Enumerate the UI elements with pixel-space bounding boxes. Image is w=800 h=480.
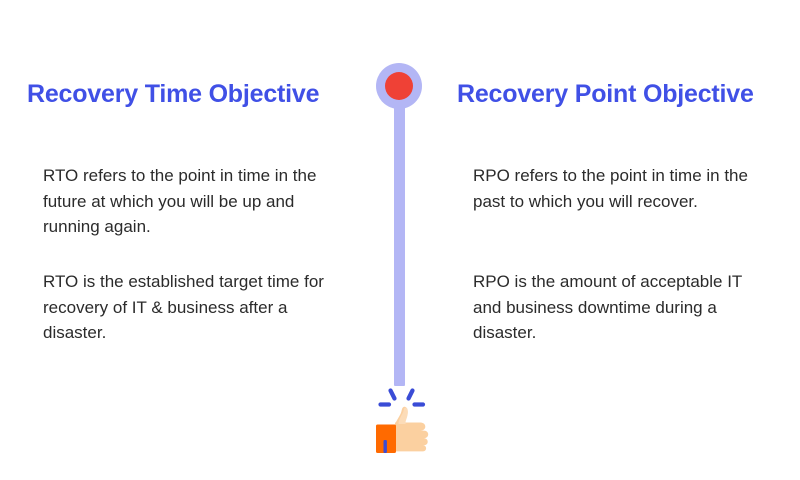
right-column: Recovery Point Objective RPO refers to t… [455,0,785,480]
left-column-heading: Recovery Time Objective [27,80,320,108]
right-column-paragraph-2: RPO is the amount of acceptable IT and b… [473,272,742,342]
left-column-paragraph-2: RTO is the established target time for r… [43,272,324,342]
thumbs-up-icon [362,383,442,463]
right-column-heading: Recovery Point Objective [457,80,754,108]
right-column-paragraph-1: RPO refers to the point in time in the p… [473,166,748,211]
timeline-marker-icon [376,63,422,109]
left-column: Recovery Time Objective RTO refers to th… [25,0,355,480]
left-column-paragraph-1: RTO refers to the point in time in the f… [43,166,317,236]
timeline-marker-dot [385,72,413,100]
timeline-divider-line [394,86,405,386]
